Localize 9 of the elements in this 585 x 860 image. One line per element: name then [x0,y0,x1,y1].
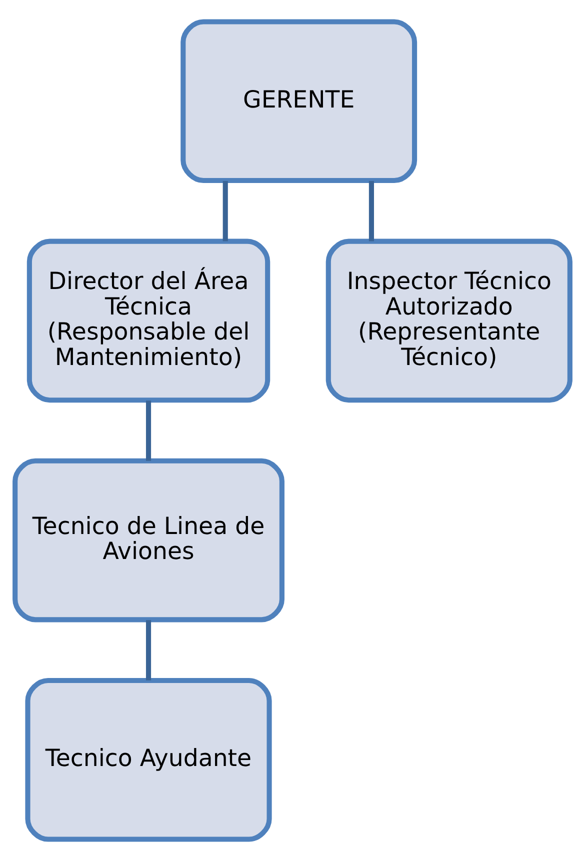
connector [368,180,374,241]
connector [222,180,228,241]
node-box: Director del Área Técnica (Responsable del Mantenimiento) [26,238,270,402]
connector [146,620,152,680]
node-box: Tecnico de Linea de Aviones [12,458,284,622]
connector [146,400,152,460]
node-box: Inspector Técnico Autorizado (Representante Técnico) [326,238,572,402]
node-box: Tecnico Ayudante [25,677,272,842]
node-box: GERENTE [180,18,418,183]
